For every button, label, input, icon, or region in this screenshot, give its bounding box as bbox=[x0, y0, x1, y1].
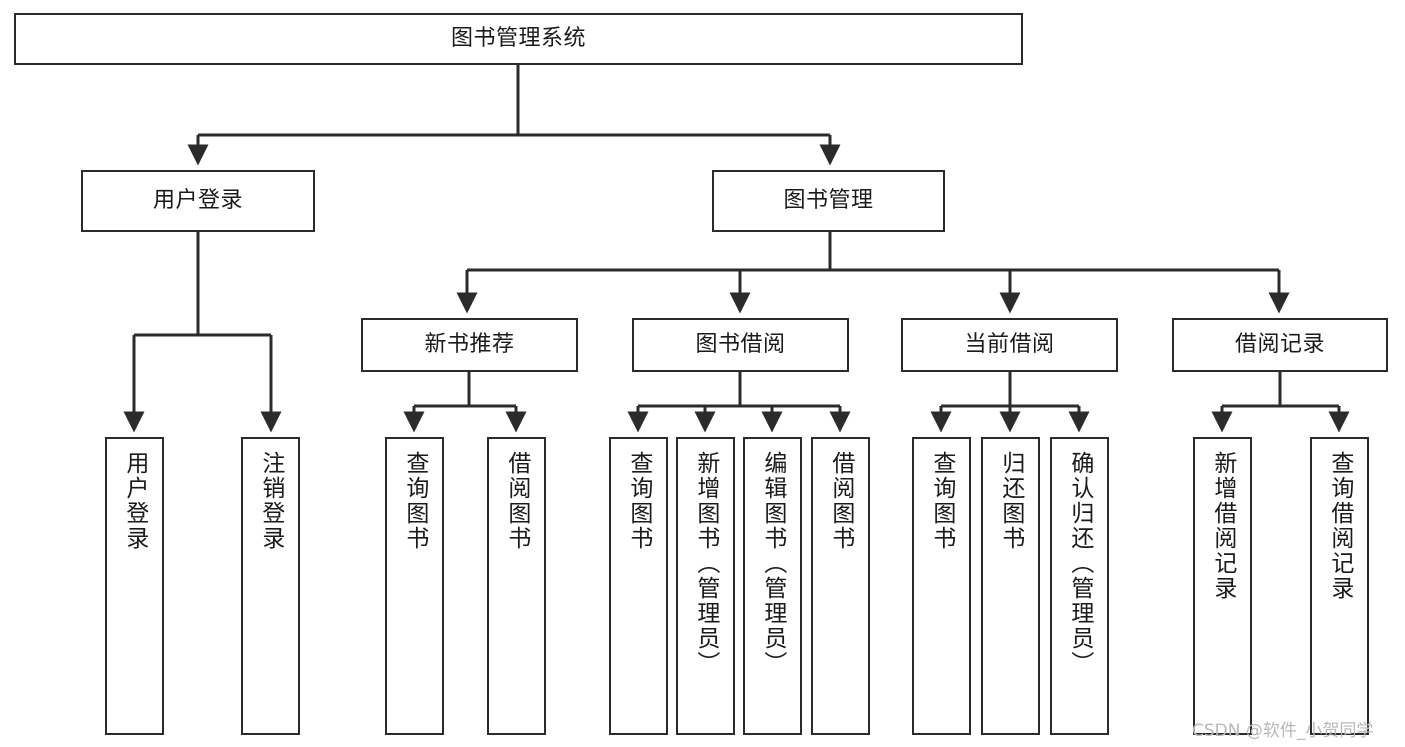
node-leaf-query-book-current[interactable]: 查询图书 bbox=[912, 437, 971, 735]
node-book-manage-label: 图书管理 bbox=[783, 188, 874, 213]
node-leaf-confirm-return-admin[interactable]: 确认归还（管理员） bbox=[1050, 437, 1109, 735]
node-leaf-edit-book-admin[interactable]: 编辑图书（管理员） bbox=[743, 437, 802, 735]
node-current-borrow-label: 当前借阅 bbox=[964, 332, 1055, 357]
node-book-borrow-label: 图书借阅 bbox=[695, 332, 786, 357]
node-book-manage[interactable]: 图书管理 bbox=[712, 170, 945, 232]
node-borrow-record[interactable]: 借阅记录 bbox=[1172, 318, 1388, 372]
node-leaf-return-book[interactable]: 归还图书 bbox=[981, 437, 1040, 735]
node-leaf-query-borrow-record[interactable]: 查询借阅记录 bbox=[1310, 437, 1369, 735]
node-book-borrow[interactable]: 图书借阅 bbox=[632, 318, 849, 372]
node-leaf-query-book-recommend[interactable]: 查询图书 bbox=[385, 437, 444, 735]
node-user-login[interactable]: 用户登录 bbox=[81, 170, 315, 232]
node-leaf-query-book-borrow-label: 查询图书 bbox=[625, 451, 652, 551]
node-leaf-borrow-book-recommend-label: 借阅图书 bbox=[503, 451, 530, 551]
node-leaf-query-borrow-record-label: 查询借阅记录 bbox=[1326, 451, 1353, 601]
node-new-book-recommend[interactable]: 新书推荐 bbox=[361, 318, 578, 372]
node-leaf-add-book-admin-label: 新增图书（管理员） bbox=[692, 451, 719, 676]
node-root-label: 图书管理系统 bbox=[450, 26, 586, 51]
node-leaf-logout-label: 注销登录 bbox=[257, 451, 284, 551]
node-leaf-query-book-borrow[interactable]: 查询图书 bbox=[609, 437, 668, 735]
node-leaf-add-borrow-record-label: 新增借阅记录 bbox=[1209, 451, 1236, 601]
node-borrow-record-label: 借阅记录 bbox=[1234, 332, 1325, 357]
node-leaf-borrow-book-recommend[interactable]: 借阅图书 bbox=[487, 437, 546, 735]
node-user-login-label: 用户登录 bbox=[152, 188, 243, 213]
node-leaf-edit-book-admin-label: 编辑图书（管理员） bbox=[759, 451, 786, 676]
node-leaf-user-login[interactable]: 用户登录 bbox=[105, 437, 164, 735]
node-leaf-query-book-current-label: 查询图书 bbox=[928, 451, 955, 551]
node-leaf-add-borrow-record[interactable]: 新增借阅记录 bbox=[1193, 437, 1252, 735]
csdn-watermark: CSDN @软件_小贺同学 bbox=[1192, 721, 1374, 741]
node-root[interactable]: 图书管理系统 bbox=[14, 13, 1023, 65]
node-current-borrow[interactable]: 当前借阅 bbox=[901, 318, 1118, 372]
node-leaf-confirm-return-admin-label: 确认归还（管理员） bbox=[1066, 451, 1093, 676]
node-leaf-borrow-book-label: 借阅图书 bbox=[827, 451, 854, 551]
node-leaf-user-login-label: 用户登录 bbox=[121, 451, 148, 551]
node-leaf-add-book-admin[interactable]: 新增图书（管理员） bbox=[676, 437, 735, 735]
node-leaf-return-book-label: 归还图书 bbox=[997, 451, 1024, 551]
node-leaf-query-book-recommend-label: 查询图书 bbox=[401, 451, 428, 551]
node-leaf-borrow-book[interactable]: 借阅图书 bbox=[811, 437, 870, 735]
node-new-book-recommend-label: 新书推荐 bbox=[424, 332, 515, 357]
node-leaf-logout[interactable]: 注销登录 bbox=[241, 437, 300, 735]
